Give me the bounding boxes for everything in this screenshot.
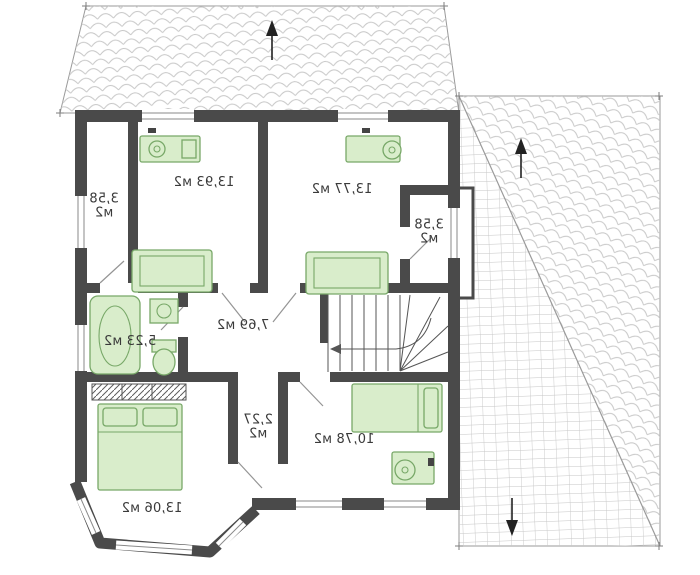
room-area-label: 13,06 м2: [121, 500, 183, 516]
pillow-icon: [423, 387, 439, 429]
window: [142, 109, 194, 123]
area-value: 3,58: [414, 217, 444, 233]
window: [74, 196, 88, 248]
furniture-bedroom-bottom-right: [351, 383, 443, 485]
roof-right: [458, 95, 661, 547]
window: [447, 208, 461, 258]
room-area-label: 7,69 м2: [216, 317, 270, 333]
wardrobe-icon: [91, 383, 187, 401]
window: [296, 497, 342, 511]
washbasin-icon: [149, 298, 179, 324]
bed-icon: [351, 383, 443, 433]
room-area-label: 3,58 м2: [414, 217, 444, 248]
door-bedroom-top-left: [221, 292, 246, 323]
door-closet-left: [99, 260, 125, 284]
sofa-icon: [305, 251, 389, 295]
room-area-label: 13,77 м2: [311, 181, 373, 197]
doors: [99, 236, 433, 489]
cabinet-icon: [181, 139, 197, 159]
door-bedroom-top-right: [272, 292, 297, 323]
roof-slope-arrow-right-up: [515, 138, 527, 178]
room-area-label: 2,27 м2: [243, 412, 273, 443]
room-area-label: 10,78 м2: [313, 431, 375, 447]
area-unit: м2: [419, 232, 439, 247]
sink-icon: [148, 140, 166, 158]
room-area-label: 3,58 м2: [89, 191, 119, 222]
survey-tick-marks: [56, 2, 663, 550]
area-unit: м2: [248, 427, 268, 442]
roof-slope-arrow-right-down: [506, 498, 518, 536]
faucet-icon: [362, 128, 370, 133]
area-value: 2,27: [243, 412, 273, 428]
area-unit: м2: [94, 206, 114, 221]
sink-icon: [394, 459, 416, 481]
area-value: 3,58: [89, 191, 119, 207]
window: [338, 109, 388, 123]
room-area-label: 5,23 м2: [103, 333, 157, 349]
windows: [74, 109, 461, 555]
window: [74, 325, 88, 371]
faucet-icon: [148, 128, 156, 133]
faucet-icon: [428, 458, 434, 466]
roof-top: [59, 5, 460, 114]
bay-window: [76, 497, 247, 555]
pillow-icon: [142, 407, 178, 427]
staircase: [327, 293, 449, 372]
sofa-icon: [131, 249, 213, 293]
stair-direction-arrow: [330, 344, 341, 354]
roof-slope-arrow-top: [266, 20, 278, 60]
pillow-icon: [102, 407, 138, 427]
furniture-bathroom: [89, 295, 179, 376]
furniture-bedroom-top-right: [305, 128, 402, 295]
furniture-bedroom-top-left: [131, 128, 213, 293]
room-area-label: 13,93 м2: [173, 174, 235, 190]
door-closet-right: [409, 236, 433, 260]
door-corridor: [237, 461, 263, 489]
window: [384, 497, 426, 511]
door-bedroom-bottom-right: [299, 381, 324, 407]
furniture-bedroom-bottom-left: [91, 383, 187, 491]
sink-icon: [382, 140, 402, 160]
